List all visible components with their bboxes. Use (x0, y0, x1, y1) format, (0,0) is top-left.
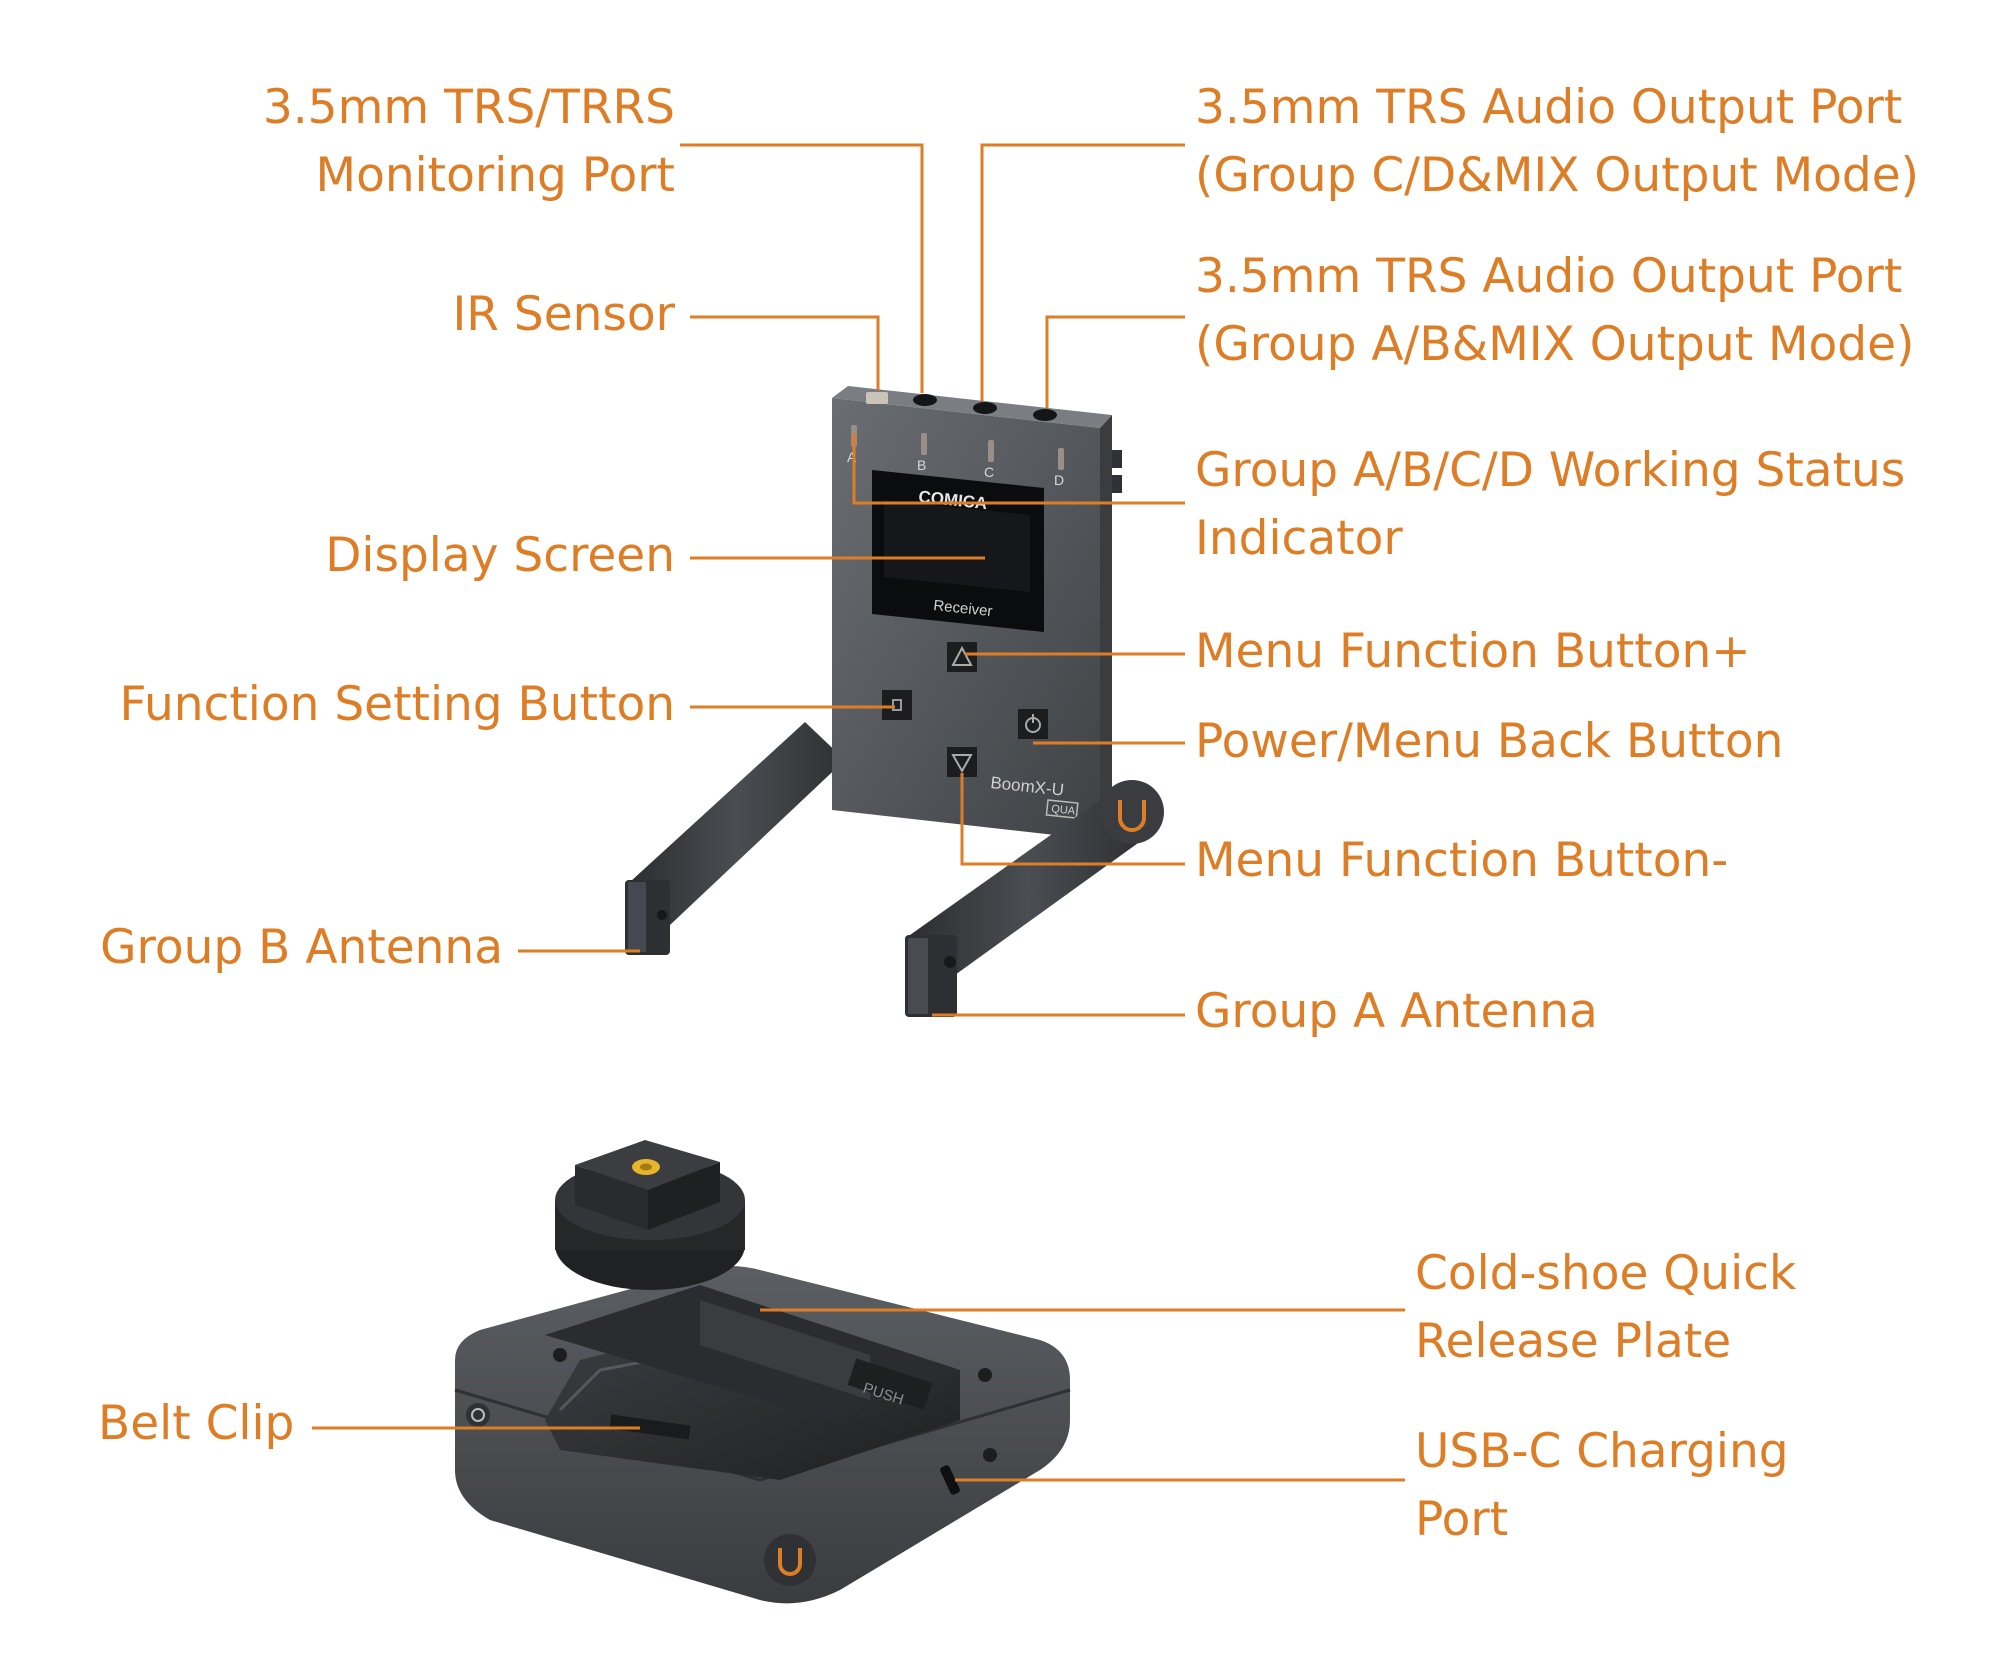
indicator-letter-c: C (984, 464, 994, 480)
menu-plus-button[interactable] (947, 642, 977, 672)
leader-lines (312, 143, 1405, 1482)
label-menu-button-minus: Menu Function Button- (1195, 833, 1729, 888)
indicator-letter-d: D (1054, 472, 1064, 488)
label-usbc-port: USB-C Charging Port (1415, 1424, 1789, 1547)
label-group-b-antenna: Group B Antenna (100, 920, 503, 975)
top-ports (866, 392, 1057, 421)
indicator-letter-a: A (847, 449, 857, 465)
monitoring-port-jack (913, 394, 937, 406)
indicator-letter-b: B (917, 457, 926, 473)
power-menu-back-button[interactable] (1018, 709, 1048, 739)
hinge (1100, 780, 1164, 844)
function-setting-button[interactable] (882, 690, 912, 720)
leader-output-ab (1045, 315, 1185, 408)
leader-ir-sensor (690, 315, 880, 390)
belt-clip-logo (466, 1403, 490, 1427)
label-menu-button-plus: Menu Function Button+ (1195, 624, 1751, 679)
cold-shoe-quick-release-plate: PUSH (545, 1285, 960, 1420)
label-power-menu-back-button: Power/Menu Back Button (1195, 714, 1784, 769)
leader-monitoring-port (680, 143, 924, 393)
leader-output-cd (980, 143, 1185, 401)
model-badge: QUA (1051, 803, 1077, 817)
output-port-ab-jack (1033, 409, 1057, 421)
indicator-letters: A B C D (847, 449, 1064, 488)
output-port-cd-jack (973, 402, 997, 414)
screen-caption: Receiver (933, 597, 994, 620)
menu-minus-button[interactable] (947, 747, 977, 777)
label-group-a-antenna: Group A Antenna (1195, 984, 1598, 1039)
group-b-antenna-arm (625, 722, 845, 955)
cold-shoe-mount (555, 1140, 745, 1290)
label-ir-sensor: IR Sensor (452, 287, 675, 342)
label-display-screen: Display Screen (325, 528, 675, 583)
label-output-port-ab: 3.5mm TRS Audio Output Port (Group A/B&M… (1195, 249, 1915, 372)
ir-sensor-window (866, 392, 888, 404)
leader-menu-minus (960, 773, 1185, 866)
label-function-setting-button: Function Setting Button (119, 677, 675, 732)
group-a-antenna-arm (905, 780, 1164, 1017)
label-monitoring-port: 3.5mm TRS/TRRS Monitoring Port (262, 80, 675, 203)
label-cold-shoe-plate: Cold-shoe Quick Release Plate (1415, 1246, 1797, 1369)
display-screen: COMICA Receiver (872, 470, 1044, 632)
label-status-indicator: Group A/B/C/D Working Status Indicator (1195, 443, 1906, 566)
label-output-port-cd: 3.5mm TRS Audio Output Port (Group C/D&M… (1195, 80, 1920, 203)
status-indicator-lights (851, 425, 1064, 470)
leader-status-indicator (852, 433, 1185, 505)
label-belt-clip: Belt Clip (98, 1396, 295, 1451)
usbc-port (940, 1465, 960, 1495)
